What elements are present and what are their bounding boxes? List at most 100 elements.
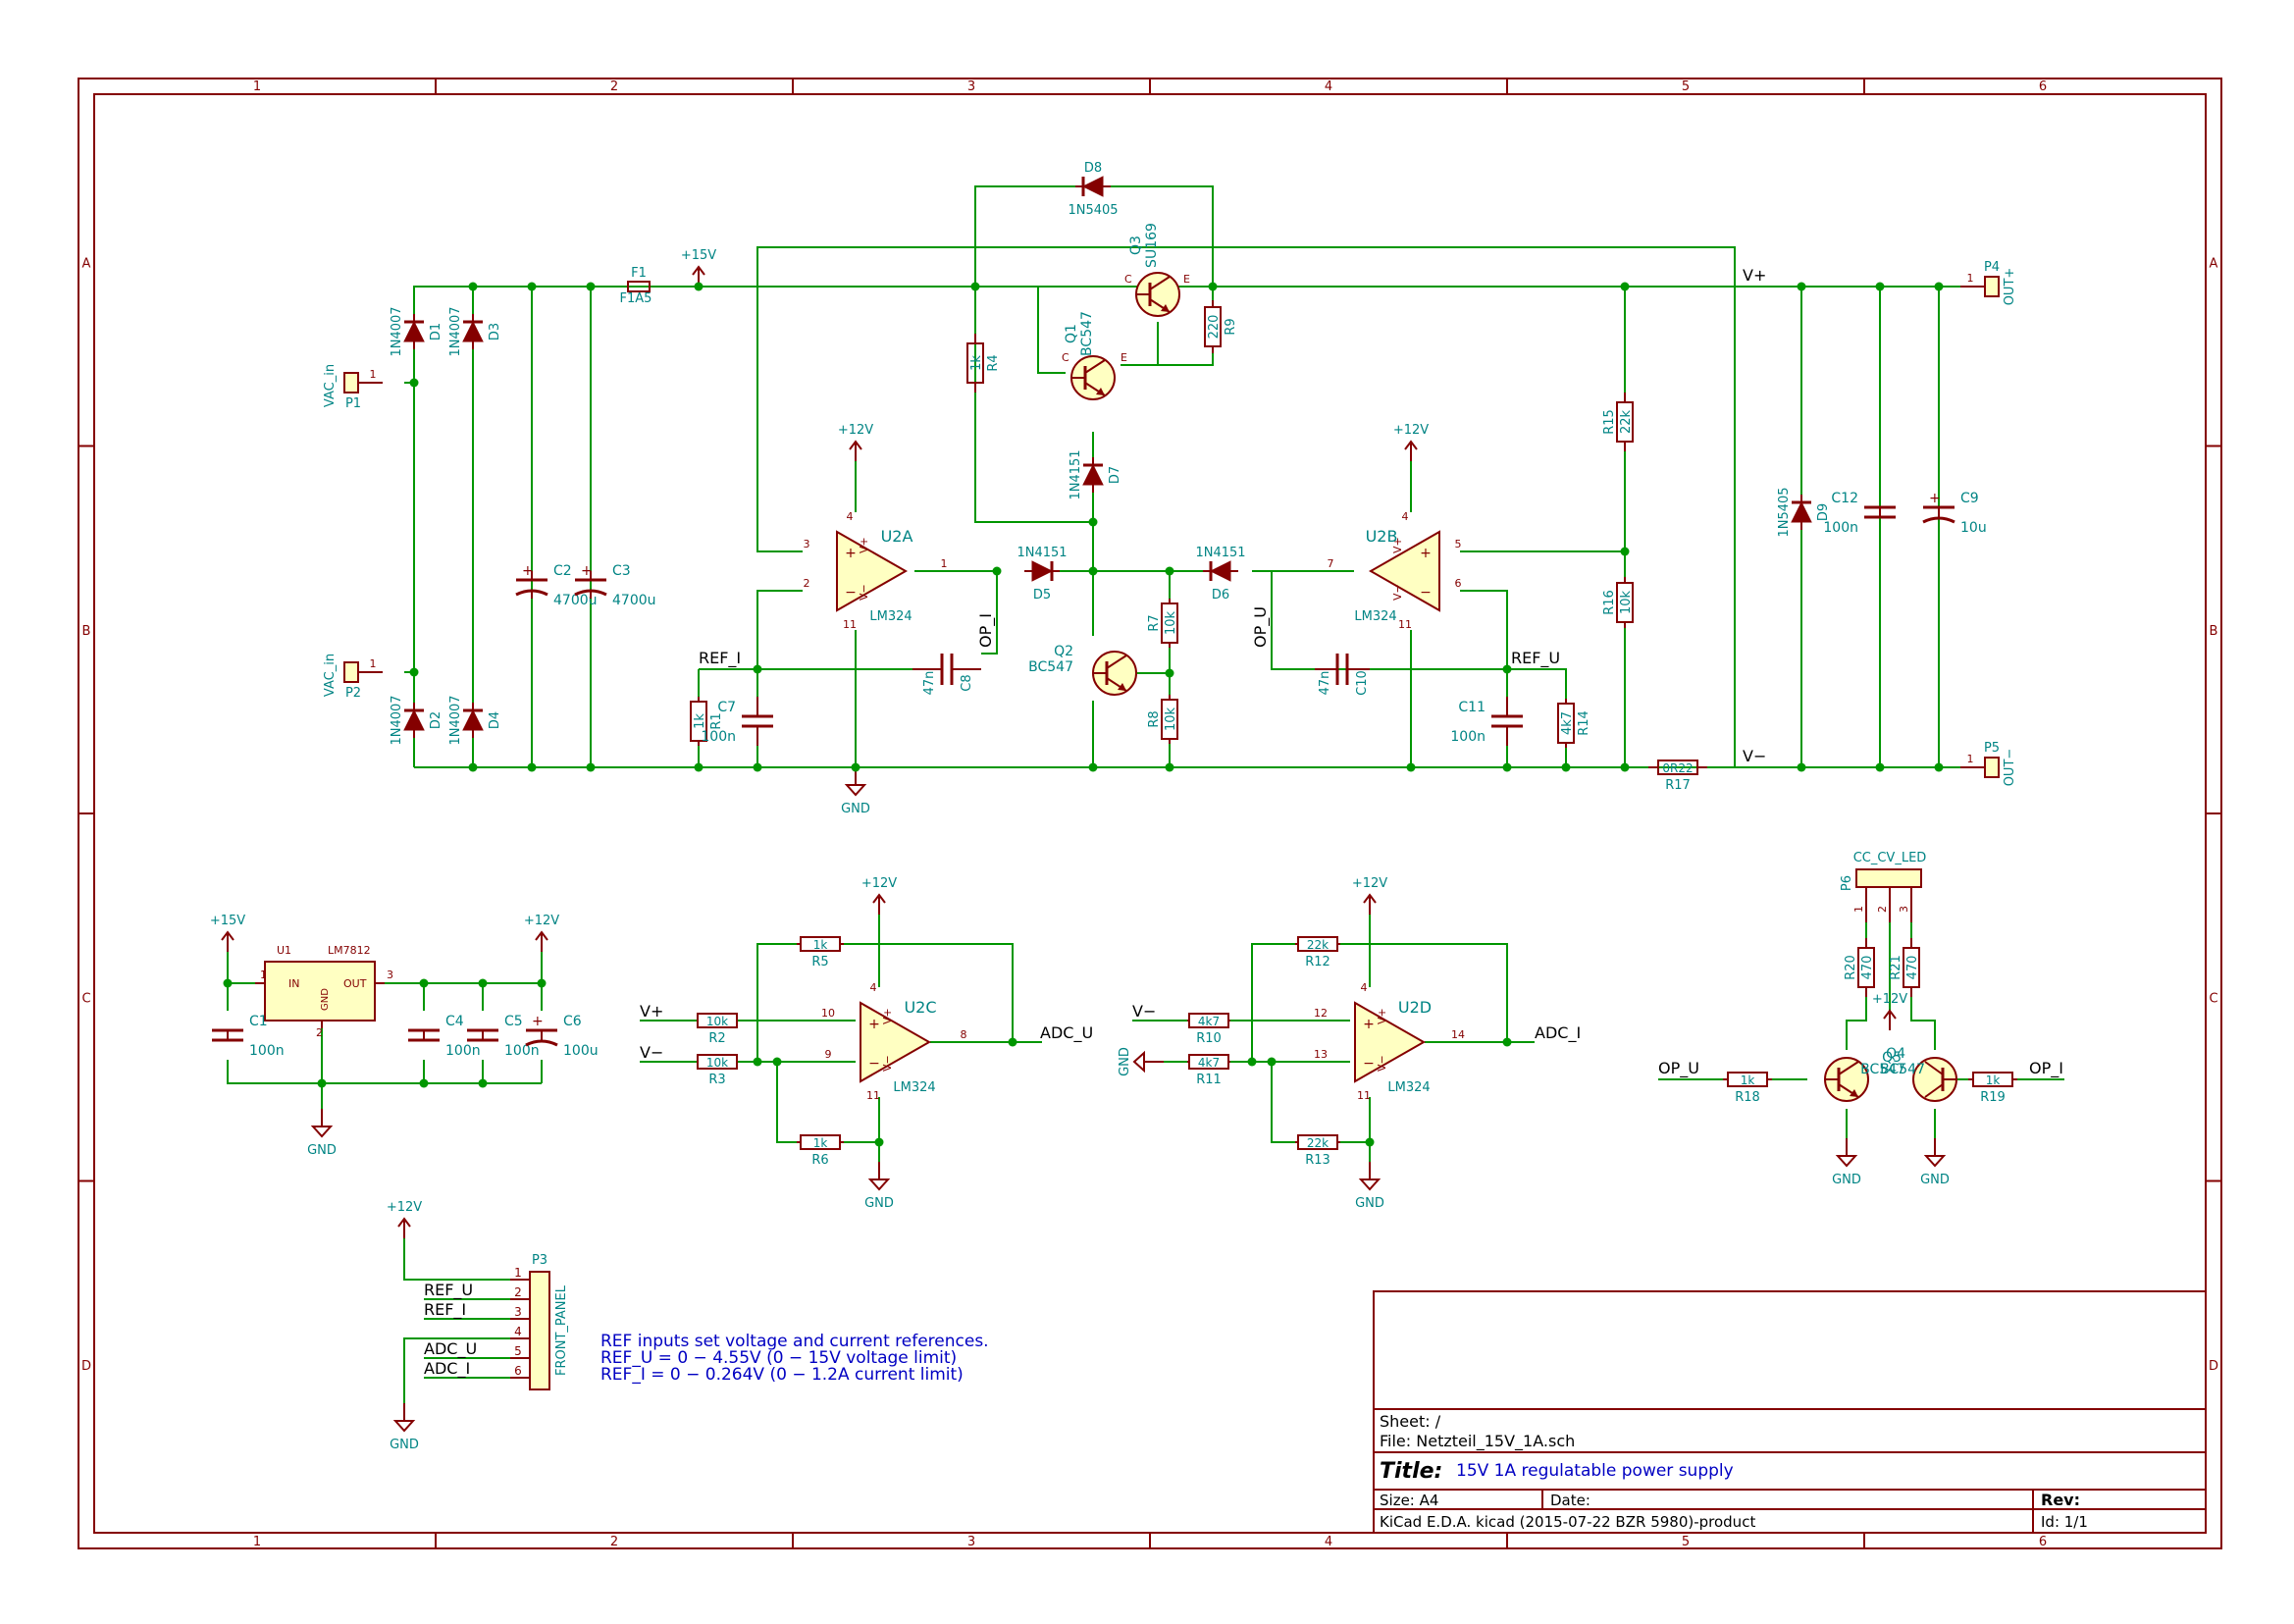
diode-value: 1N4007 (390, 306, 404, 356)
resistor-value: 10k (706, 1056, 728, 1070)
title-file: File: Netzteil_15V_1A.sch (1380, 1432, 1575, 1451)
junction-dot (409, 667, 419, 677)
transistor-value: BC547 (1028, 659, 1073, 675)
junction-dot (1561, 762, 1571, 772)
opamp-minus: − (868, 1056, 880, 1072)
opamp-plus: + (1363, 1017, 1375, 1032)
connector-value: CC_CV_LED (1853, 851, 1927, 865)
power-arrow (872, 893, 886, 904)
pin-number: 1 (1967, 753, 1974, 765)
cap-value: 100n (701, 729, 736, 745)
title-rev: Rev: (2041, 1491, 2080, 1509)
regulator-pin-in: IN (288, 977, 299, 990)
wire (403, 1238, 510, 1281)
pin-letter: C (1124, 273, 1132, 286)
opamp-ref: U2A (881, 527, 913, 546)
resistor-body (690, 701, 707, 742)
gnd-label: GND (1355, 1196, 1384, 1211)
transistor-collector (1924, 1061, 1944, 1075)
resistor-ref: R9 (1224, 318, 1238, 335)
gnd-triangle (310, 1126, 334, 1138)
grid-row-label: B (82, 624, 91, 639)
junction-dot (1008, 1037, 1017, 1047)
opamp-value: LM324 (1387, 1080, 1430, 1095)
power-arrow (1363, 893, 1377, 904)
cap-ref: C3 (612, 563, 631, 579)
cap-plus: + (1929, 491, 1941, 506)
transistor-arrow (1118, 683, 1126, 691)
pin-number: 1 (1967, 272, 1974, 285)
power-symbol: +15V (210, 914, 245, 952)
opamp-body (1368, 530, 1440, 612)
gnd-symbol: GND (1920, 1138, 1950, 1187)
transistor-emitter (1924, 1083, 1944, 1098)
opamp-value: LM324 (869, 609, 912, 624)
resistor-body (697, 1013, 738, 1028)
net-label: ADC_U (1040, 1023, 1093, 1043)
junction-dot (1875, 282, 1885, 291)
connector-body (1855, 868, 1922, 888)
diode-ref: D5 (1033, 588, 1051, 602)
junction-dot (478, 978, 488, 988)
power-arrow (692, 265, 705, 276)
junction-dot (1620, 762, 1630, 772)
wire (981, 571, 998, 655)
cap-value: 47n (922, 671, 937, 696)
junction-dot (1165, 668, 1174, 678)
opamp-vplus: V+ (881, 1008, 894, 1024)
opamp-minus: − (1420, 585, 1432, 601)
diode-value: 1N4007 (448, 306, 463, 356)
cap-ref: C4 (445, 1014, 464, 1029)
connector-body (1984, 757, 2000, 778)
opamp-value: LM324 (893, 1080, 935, 1095)
gnd-triangle (1835, 1155, 1858, 1168)
resistor-value: 10k (1164, 707, 1178, 731)
pin-number: 4 (1361, 981, 1368, 994)
resistor-value: 4k7 (1198, 1056, 1220, 1070)
power-arrow (221, 930, 235, 941)
cap-ref: C10 (1355, 670, 1370, 696)
pin-number: 11 (843, 618, 857, 631)
junction-dot (1088, 517, 1098, 527)
gnd-label: GND (1118, 1047, 1132, 1076)
connector-ref: P1 (345, 396, 361, 411)
resistor-value: 1k (1741, 1074, 1755, 1087)
pin-number: 1 (514, 1266, 522, 1280)
resistor-value: 22k (1619, 409, 1634, 434)
junction-dot (223, 978, 233, 988)
net-label: REF_I (424, 1300, 466, 1320)
wire (844, 943, 1014, 1042)
grid-col-label: 4 (1325, 1535, 1332, 1549)
cap-plate-curved (525, 1039, 558, 1047)
junction-dot (1365, 1137, 1375, 1147)
junction-dot (586, 282, 596, 291)
wire (756, 247, 803, 552)
diode-ref: D6 (1212, 588, 1229, 602)
resistor-body (1616, 582, 1634, 623)
wire (1271, 1062, 1295, 1143)
gnd-triangle (844, 784, 867, 797)
junction-dot (753, 1057, 762, 1067)
grid-col-label: 4 (1325, 79, 1332, 94)
diode-value: 1N4007 (448, 695, 463, 745)
diode-value: 1N5405 (1777, 487, 1792, 537)
transistor-value: BC547 (1880, 1062, 1925, 1077)
wire (1460, 590, 1508, 669)
resistor-ref: R6 (811, 1153, 828, 1168)
connector-value: FRONT_PANEL (554, 1284, 569, 1376)
resistor-value: 1k (813, 1136, 828, 1150)
opamp-plus: + (845, 546, 857, 561)
cap-ref: C12 (1831, 491, 1858, 506)
title-block: Sheet: /File: Netzteil_15V_1A.schTitle:1… (1373, 1290, 2207, 1534)
grid-col-label: 6 (2039, 79, 2047, 94)
cap-plus: + (532, 1014, 544, 1029)
